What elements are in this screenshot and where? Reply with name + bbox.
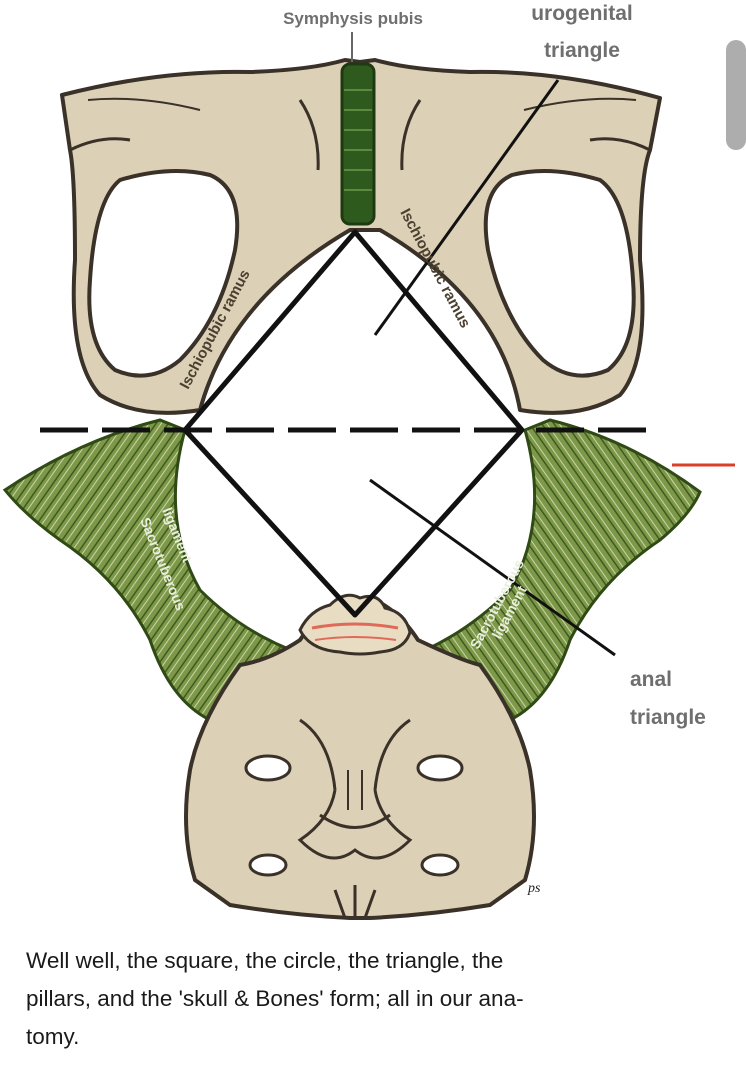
artist-signature: ps xyxy=(527,881,541,896)
page-edge-shadow xyxy=(726,40,746,150)
sacrum xyxy=(184,593,536,920)
caption-text: Well well, the square, the circle, the t… xyxy=(26,948,524,1049)
symphysis-label: Symphysis pubis xyxy=(283,9,423,28)
perineum-anatomy-diagram: Symphysis pubis urogenital triangle anal… xyxy=(2,2,746,920)
anal-label-line2: triangle xyxy=(630,706,706,729)
obturator-foramen-left xyxy=(87,169,240,378)
urogenital-label-line1: urogenital xyxy=(531,2,633,25)
urogenital-label-line2: triangle xyxy=(544,39,620,62)
anal-pointer xyxy=(369,478,616,657)
obturator-foramen-right xyxy=(483,169,636,378)
anal-label-line1: anal xyxy=(630,668,672,691)
perineum-diamond xyxy=(182,229,525,618)
symphysis-cartilage xyxy=(340,62,376,226)
urogenital-pointer xyxy=(373,79,560,336)
